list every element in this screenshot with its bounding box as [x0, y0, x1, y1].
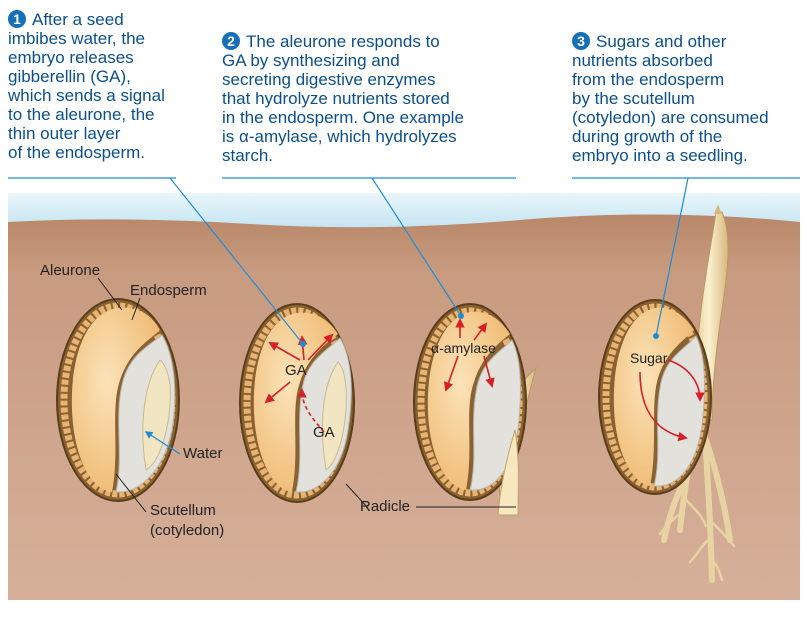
step-number-badge: 2 — [222, 32, 240, 50]
step-2-line: that hydrolyze nutrients stored — [222, 89, 450, 108]
step-3-line: from the endosperm — [572, 70, 725, 89]
ga-label-bottom: GA — [313, 424, 335, 441]
soil — [8, 214, 800, 600]
step-2-line: GA by synthesizing and — [222, 51, 400, 70]
sugar-arrow — [639, 371, 688, 442]
step-1-line: thin outer layer — [8, 124, 121, 143]
step-2-line: is α-amylase, which hydrolyzes — [222, 127, 457, 146]
amylase-arrow — [473, 322, 488, 341]
endosperm — [427, 311, 510, 490]
ga-arrow — [297, 335, 308, 361]
cotyledon-label: (cotyledon) — [150, 522, 225, 539]
seed-4-seedling — [598, 204, 736, 583]
seed-2 — [239, 303, 355, 503]
step-number-badge: 1 — [8, 10, 26, 28]
ga-signal-arrow — [297, 388, 325, 433]
radicle — [497, 429, 519, 516]
endosperm — [71, 307, 160, 492]
step-1-line: After a seed — [32, 10, 124, 29]
step-3-line: Sugars and other — [596, 32, 727, 51]
step-1-line: of the endosperm. — [8, 143, 146, 162]
step-2-line: in the endosperm. One example — [222, 108, 464, 127]
shoot-tip — [714, 204, 722, 214]
step-number-badge: 3 — [572, 32, 590, 50]
step-1-line: gibberellin (GA), — [8, 67, 131, 86]
amylase-label: α-amylase — [431, 340, 496, 356]
ga-arrow — [264, 381, 291, 404]
step-1-line: which sends a signal — [8, 86, 165, 105]
radicle-label: Radicle — [360, 498, 411, 515]
step-1-line: embryo releases — [8, 48, 134, 67]
embryo — [321, 361, 347, 471]
scutellum-label: Scutellum — [150, 502, 216, 519]
ga-label-top: GA — [285, 362, 307, 379]
step-1-line: to the aleurone, the — [8, 105, 155, 124]
amylase-arrow — [444, 355, 459, 392]
step-2-line: secreting digestive enzymes — [222, 70, 436, 89]
seed-1 — [56, 298, 180, 502]
step-3-line: during growth of the — [572, 127, 723, 146]
scutellum — [469, 339, 521, 491]
endosperm — [253, 312, 338, 492]
endosperm — [613, 307, 694, 486]
leader-lines — [8, 177, 800, 513]
amylase-arrow — [483, 355, 495, 388]
root-hairs — [658, 498, 736, 582]
seed-3 — [413, 303, 537, 516]
step-3-line: embryo into a seedling. — [572, 146, 748, 165]
step-2-line: starch. — [222, 146, 274, 165]
endosperm-label: Endosperm — [130, 282, 207, 299]
sugar-label: Sugar — [630, 350, 668, 366]
ga-arrow — [307, 333, 334, 361]
step-1-line: imbibes water, the — [8, 29, 146, 48]
embryo — [142, 359, 171, 471]
step-3-line: by the scutellum — [572, 89, 695, 108]
ga-arrow — [268, 342, 301, 361]
aleurone-label: Aleurone — [40, 262, 101, 279]
step-2-line: The aleurone responds to — [246, 32, 440, 51]
step-3-line: (cotyledon) are consumed — [572, 108, 769, 127]
step-3-line: nutrients absorbed — [572, 51, 713, 70]
sugar-arrow — [667, 359, 705, 402]
water-label: Water — [183, 445, 223, 462]
